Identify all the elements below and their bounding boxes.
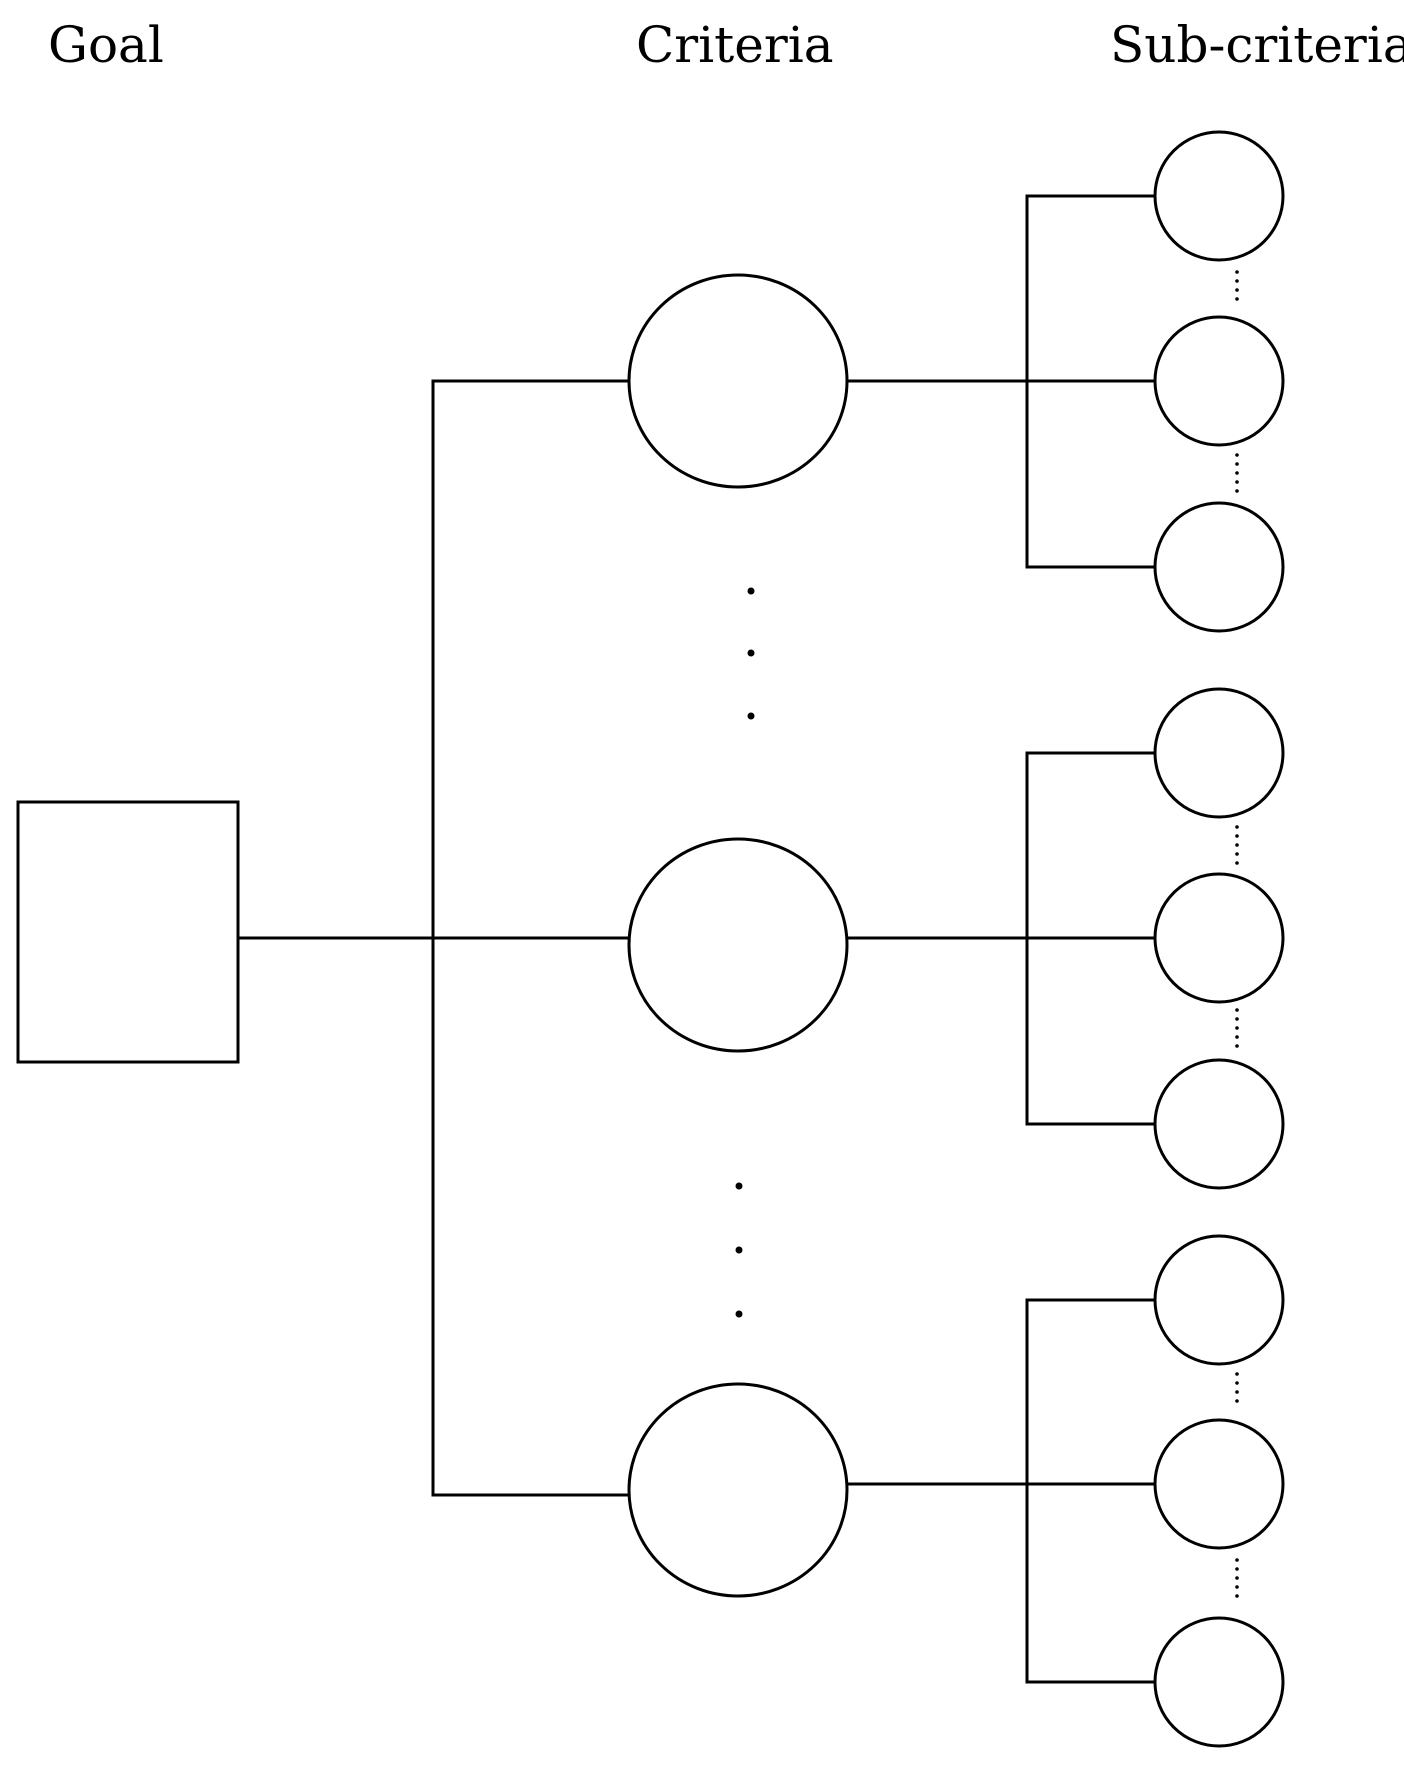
subcriteria-ellipsis [1235,825,1239,865]
ellipsis-dot [735,1246,743,1254]
ellipsis-dot [1235,1017,1239,1021]
ellipsis-dot [1235,1594,1239,1598]
goal-header: Goal [48,16,164,74]
ellipsis-dot [1235,1044,1239,1048]
ellipsis-dot [747,587,755,595]
ellipsis-dot [1235,1558,1239,1562]
subcriteria-ellipsis [1235,453,1239,493]
subcriterion-node [1153,872,1285,1004]
ellipsis-dot [1235,480,1239,484]
criteria-ellipsis-1 [747,587,755,720]
ellipsis-dot [1235,1585,1239,1589]
subcriteria-ellipsis [1235,270,1239,301]
ellipsis-dot [1235,825,1239,829]
ellipsis-dot [747,649,755,657]
ellipsis-dot [1235,471,1239,475]
ellipsis-dot [735,1310,743,1318]
subcriteria-group-3 [1153,1234,1285,1748]
ellipsis-dot [1235,843,1239,847]
goal-connectors [236,379,630,1497]
goal-box [16,800,240,1064]
ellipsis-dot [1235,462,1239,466]
subcriterion-node [1153,687,1285,819]
subcriteria-ellipses [1235,270,1239,1598]
subcriteria-ellipsis [1235,1008,1239,1048]
ellipsis-dot [1235,861,1239,865]
ellipsis-dot [1235,1026,1239,1030]
ellipsis-dot [1235,1381,1239,1385]
criterion-node-1 [627,273,849,489]
criteria-ellipsis-2 [735,1182,743,1318]
ellipsis-dot [1235,1567,1239,1571]
subcriteria-connectors-1 [845,194,1157,569]
ellipsis-dot [1235,270,1239,274]
subcriterion-node [1153,315,1285,447]
subcriterion-node [1153,130,1285,262]
subcriteria-connectors-3 [845,1298,1157,1684]
subcriteria-ellipsis [1235,1372,1239,1403]
ellipsis-dot [1235,453,1239,457]
ellipsis-dot [1235,297,1239,301]
ellipsis-dot [1235,1390,1239,1394]
subcriterion-node [1153,501,1285,633]
ellipsis-dot [1235,852,1239,856]
subcriteria-ellipsis [1235,1558,1239,1598]
ellipsis-dot [1235,489,1239,493]
subcriteria-connectors-2 [845,751,1157,1126]
ellipsis-dot [1235,288,1239,292]
subcriteria-group-1 [1153,130,1285,633]
subcriterion-node [1153,1058,1285,1190]
criterion-node-3 [627,1382,849,1598]
subcriterion-node [1153,1616,1285,1748]
subcriteria-group-2 [1153,687,1285,1190]
criteria-header: Criteria [636,16,834,74]
ellipsis-dot [1235,1399,1239,1403]
ellipsis-dot [735,1182,743,1190]
subcriteria-header: Sub-criteria [1110,16,1404,74]
ellipsis-dot [1235,279,1239,283]
subcriterion-node [1153,1418,1285,1550]
subcriterion-node [1153,1234,1285,1366]
ellipsis-dot [1235,1008,1239,1012]
ellipsis-dot [1235,834,1239,838]
ellipsis-dot [1235,1576,1239,1580]
ellipsis-dot [747,712,755,720]
criterion-node-2 [627,837,849,1053]
ellipsis-dot [1235,1372,1239,1376]
ellipsis-dot [1235,1035,1239,1039]
